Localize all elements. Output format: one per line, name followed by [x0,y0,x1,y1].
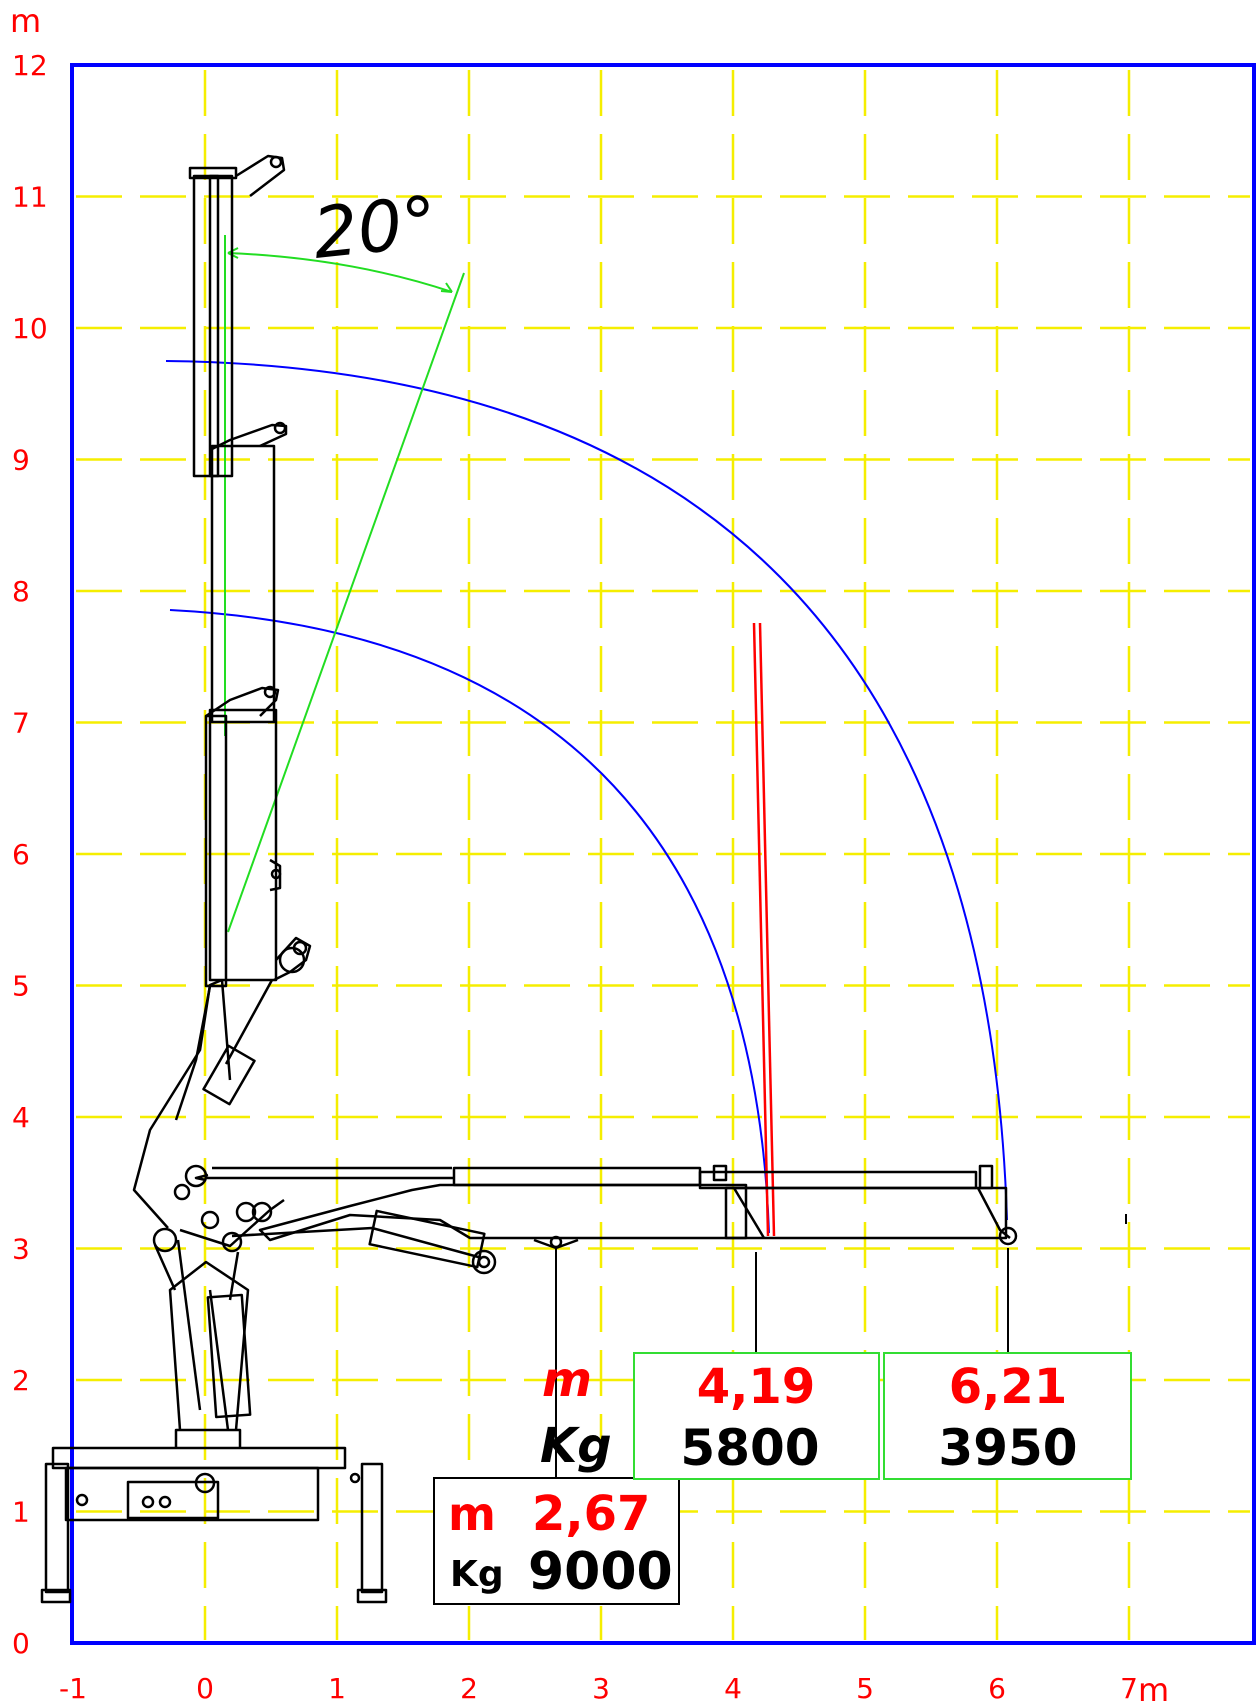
y-tick-label: 8 [12,575,30,608]
x-tick-label: 2 [460,1672,478,1705]
load-box-4-19: m Kg 4,19 5800 [540,1352,880,1480]
y-tick-label: 2 [12,1364,30,1397]
x-tick-label: 4 [724,1672,742,1705]
load-box-frame [633,1352,880,1480]
load-box-frame [883,1352,1132,1480]
x-tick-label: 1 [328,1672,346,1705]
load-reach: 2,67 [532,1486,650,1542]
inner-reach-arc [169,609,770,1234]
y-tick-label: 9 [12,444,30,477]
load-weight: 5800 [680,1419,819,1477]
y-tick-label: 11 [12,181,48,214]
reach-marker-line [752,622,776,1237]
y-tick-label: 10 [12,312,48,345]
outer-reach-arc [165,360,1008,1221]
x-axis-unit: m [1138,1671,1169,1708]
load-unit-m: m [448,1487,496,1541]
load-unit-m: m [542,1352,592,1408]
load-reach: 6,21 [949,1359,1067,1415]
x-tick-label: 3 [592,1672,610,1705]
y-tick-label: 5 [12,970,30,1003]
y-tick-label: 1 [12,1496,30,1529]
plot-frame [70,63,1256,1645]
y-axis-unit: m [10,2,41,40]
reach-drop-lines [555,1214,1127,1478]
load-reach: 4,19 [697,1359,815,1415]
x-tick-label: 6 [988,1672,1006,1705]
y-tick-label: 6 [12,838,30,871]
x-tick-label: -1 [59,1672,87,1705]
load-weight: 3950 [938,1419,1077,1477]
y-tick-label: 3 [12,1233,30,1266]
x-tick-label: 7 [1120,1672,1138,1705]
load-box-6-21: 6,21 3950 [883,1352,1132,1480]
load-weight: 9000 [528,1542,673,1602]
angle-label: 20° [309,180,441,275]
y-tick-label: 12 [12,49,48,82]
x-tick-label: 0 [196,1672,214,1705]
x-tick-label: 5 [856,1672,874,1705]
load-unit-kg: Kg [540,1418,612,1474]
y-tick-label: 4 [12,1101,30,1134]
load-box-frame [433,1477,680,1605]
x-axis-ticks: -1 0 1 2 3 4 5 6 7 [59,1672,1138,1705]
crane-drawing [40,154,1018,1604]
load-box-2-67: m 2,67 Kg 9000 [433,1477,680,1605]
grid [76,70,1250,1640]
y-tick-label: 7 [12,707,30,740]
load-unit-kg: Kg [450,1554,504,1595]
y-tick-label: 0 [12,1627,30,1660]
angle-indicator [224,235,465,933]
